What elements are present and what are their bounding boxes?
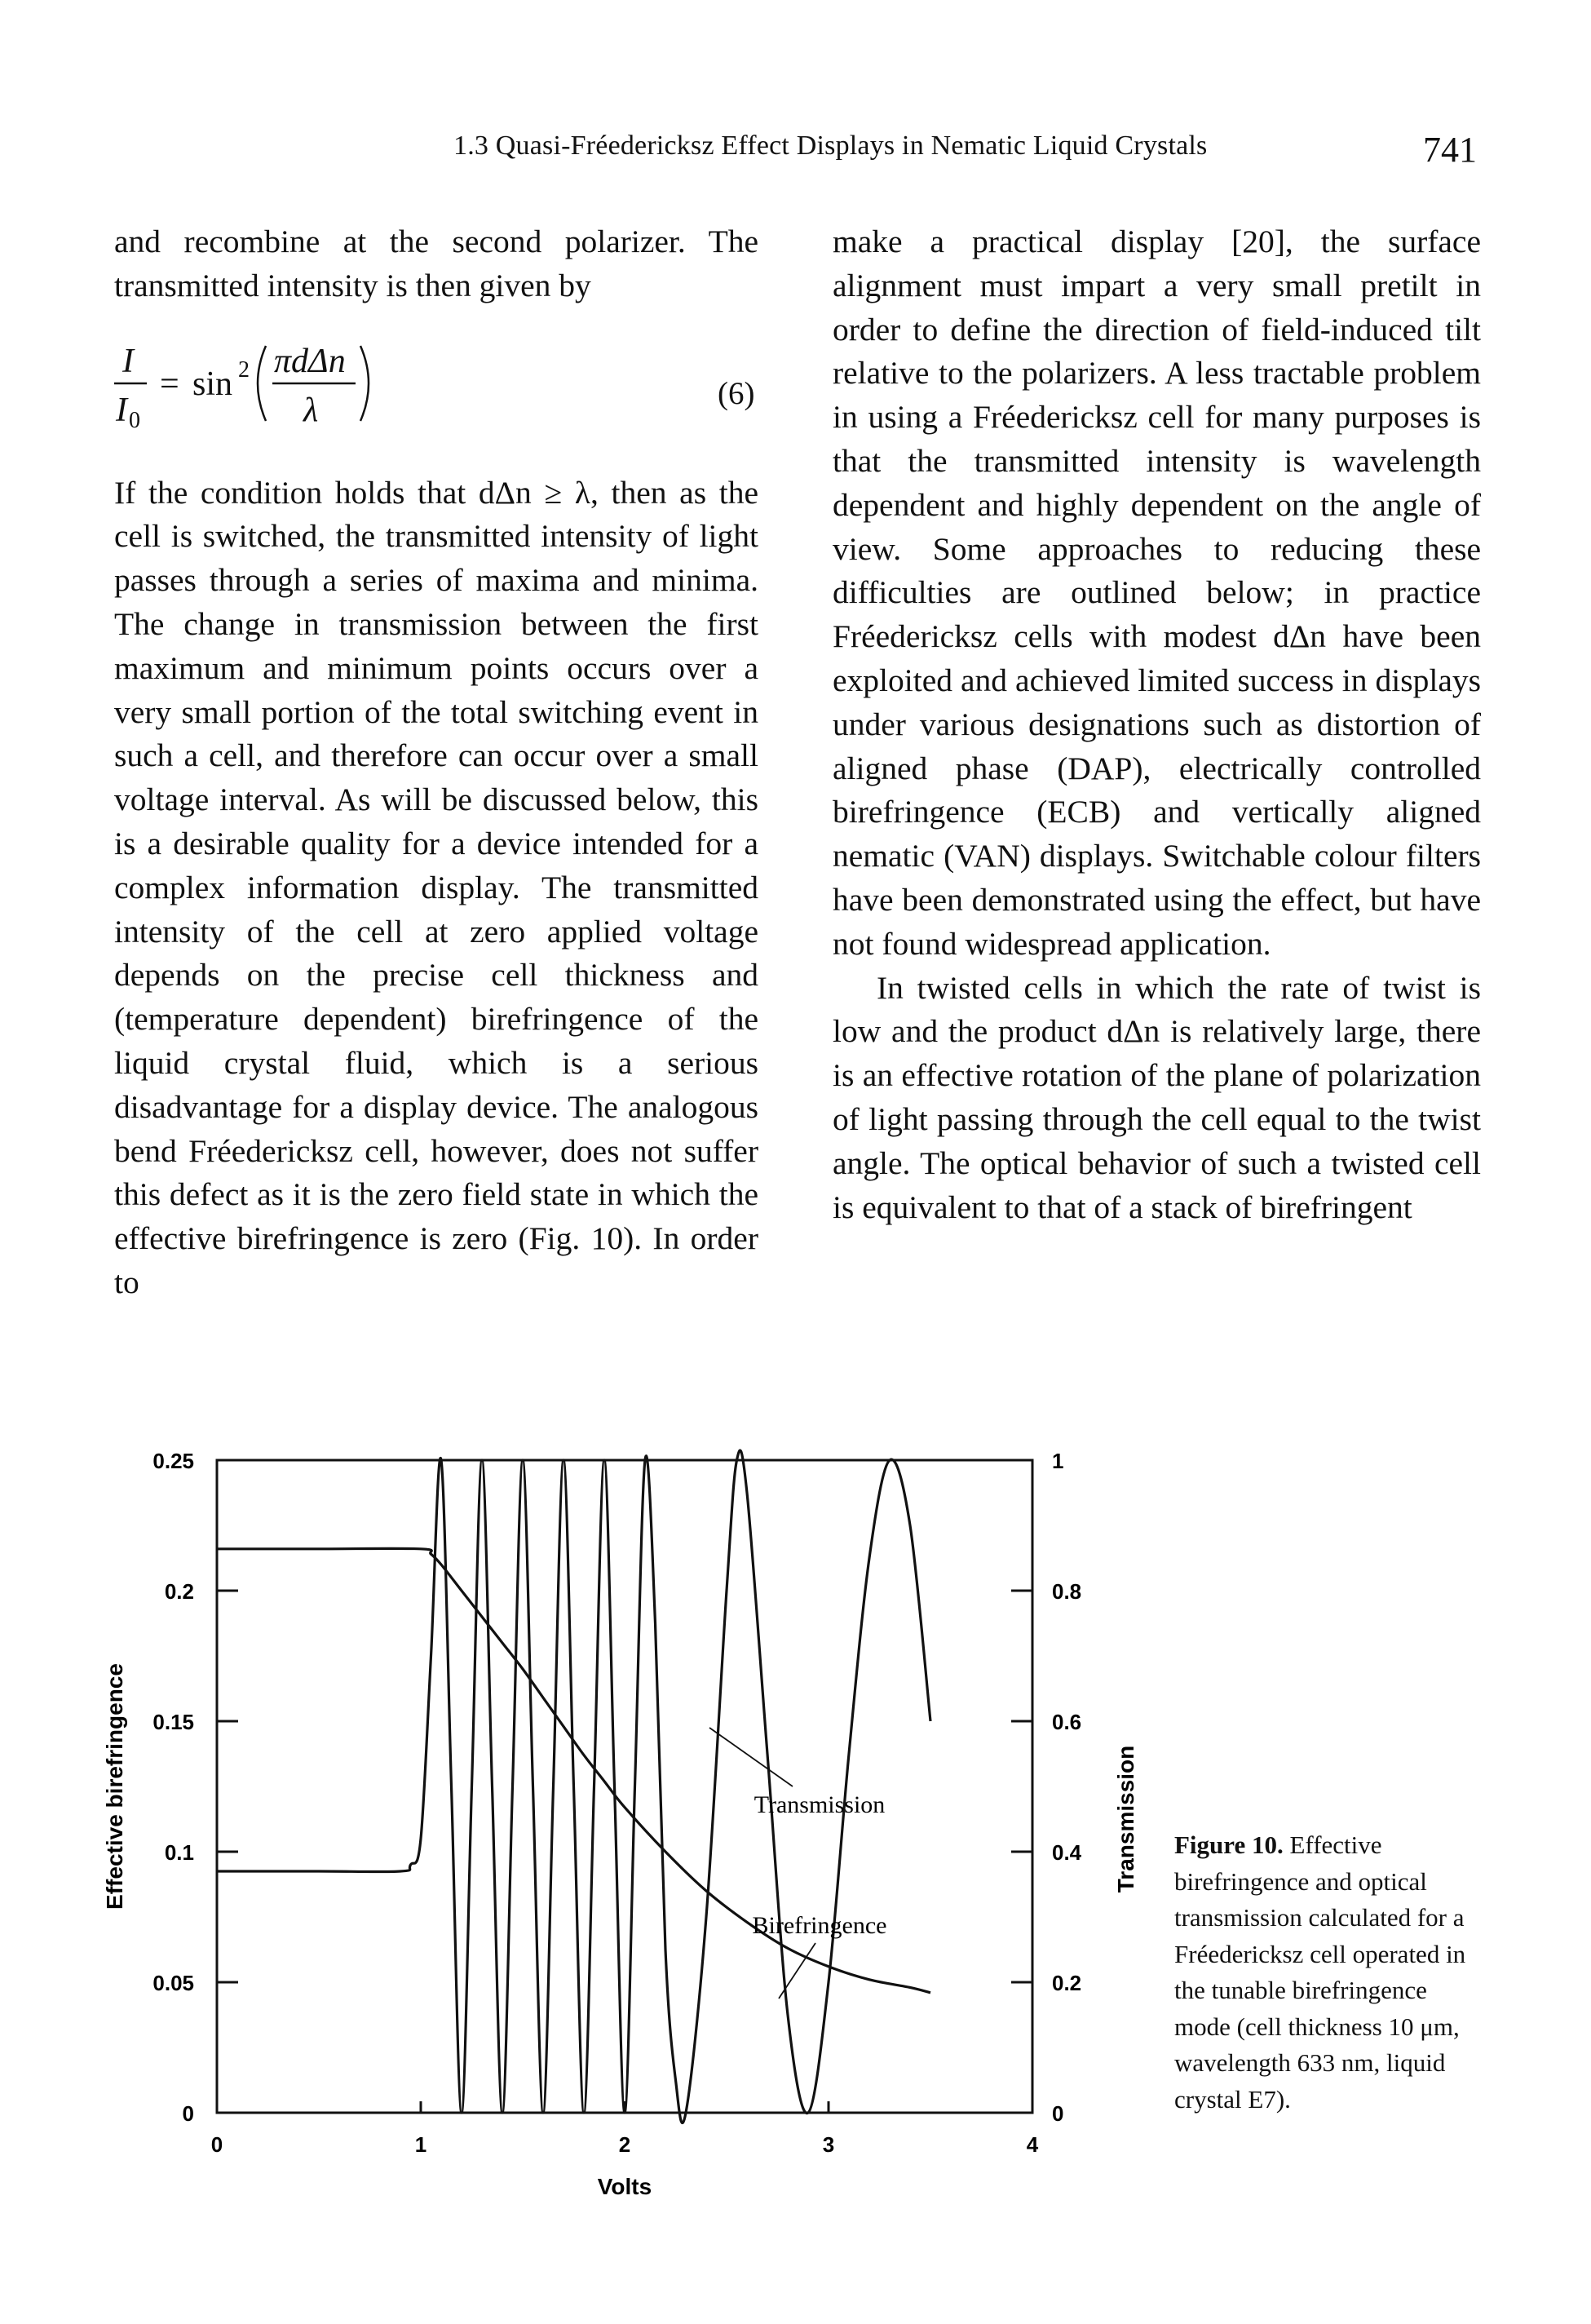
annotation-birefringence-leader (778, 1942, 816, 1999)
y-tick-label: 0.15 (152, 1710, 194, 1734)
y2-tick-label: 0.4 (1052, 1840, 1082, 1865)
right-column: make a practical display [20], the surfa… (833, 220, 1481, 1229)
left-column: and recombine at the second polarizer. T… (114, 220, 758, 1305)
x-tick-label: 1 (415, 2132, 426, 2157)
series-line-transmission (216, 1449, 932, 2125)
y-tick-label: 0.2 (165, 1579, 194, 1604)
figure-caption: Figure 10. Effective birefringence and o… (1174, 1827, 1484, 2118)
y2-tick-label: 0.8 (1052, 1579, 1081, 1604)
y2-tick-label: 0.6 (1052, 1710, 1081, 1734)
equation-6: I I 0 = sin 2 πdΔn λ (6) (114, 308, 758, 471)
y2-tick-label: 1 (1052, 1449, 1063, 1473)
x-tick-label: 4 (1027, 2132, 1039, 2157)
svg-text:0: 0 (129, 408, 140, 433)
y2-tick-label: 0 (1052, 2101, 1063, 2126)
left-paragraph-2: If the condition holds that dΔn ≥ λ, the… (114, 474, 758, 1300)
equation-graphic: I I 0 = sin 2 πdΔn λ (114, 343, 370, 433)
annotation-transmission: Transmission (754, 1791, 886, 1818)
y-tick-label: 0.25 (152, 1449, 194, 1473)
y-tick-label: 0.05 (152, 1971, 194, 1995)
y-tick-label: 0.1 (165, 1840, 194, 1865)
plot-frame (215, 1459, 1034, 2114)
annotation-birefringence: Birefringence (753, 1912, 887, 1939)
svg-text:λ: λ (302, 392, 318, 429)
x-tick-label: 0 (211, 2132, 223, 2157)
svg-text:sin: sin (192, 365, 232, 403)
svg-text:=: = (160, 365, 179, 403)
x-axis-label: Volts (598, 2174, 652, 2199)
y2-tick-label: 0.2 (1052, 1971, 1081, 1995)
figure-10-chart: 0 0.05 0.1 0.15 0.2 0.25 0 0.2 0.4 0.6 0.8 1 0 1 2 3 4Vo… (102, 1449, 1138, 2199)
page-number: 741 (1423, 130, 1477, 170)
svg-text:πdΔn: πdΔn (274, 343, 346, 380)
y2-axis-label: Transmission (1113, 1746, 1138, 1893)
svg-text:I: I (122, 343, 135, 380)
x-tick-label: 3 (823, 2132, 834, 2157)
y-tick-label: 0 (183, 2101, 194, 2126)
left-paragraph-1: and recombine at the second polarizer. T… (114, 224, 758, 303)
y-axis-label: Effective birefringence (102, 1663, 127, 1910)
svg-text:2: 2 (238, 357, 250, 383)
annotation-transmission-leader (709, 1727, 793, 1787)
svg-text:I: I (115, 392, 129, 429)
right-paragraph-1: make a practical display [20], the surfa… (833, 224, 1481, 962)
equation-number: (6) (718, 375, 755, 411)
x-tick-label: 2 (619, 2132, 630, 2157)
caption-label: Figure 10. (1174, 1830, 1284, 1859)
caption-text: Effective birefringence and optical tran… (1174, 1830, 1466, 2114)
running-header: 1.3 Quasi-Fréedericksz Effect Displays i… (453, 131, 1208, 161)
right-paragraph-2: In twisted cells in which the rate of tw… (833, 969, 1481, 1225)
series-line-birefringence (217, 1547, 931, 1994)
